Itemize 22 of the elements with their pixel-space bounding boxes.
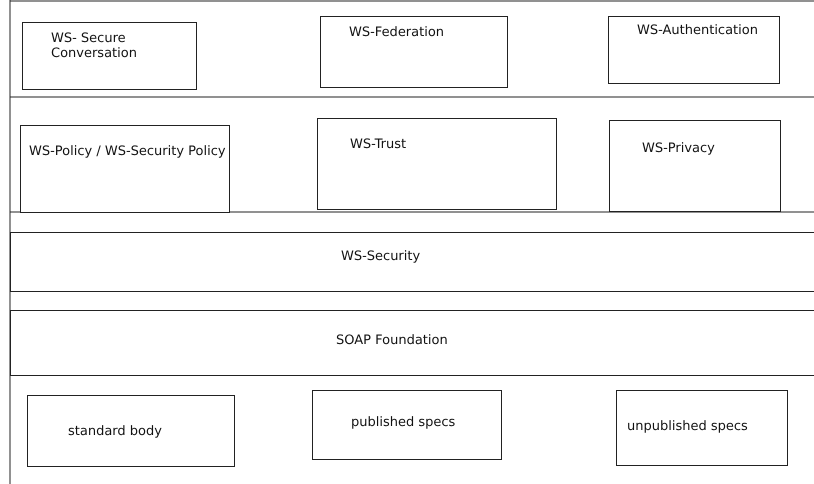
box-label: published specs bbox=[351, 415, 456, 430]
box-label: WS-Privacy bbox=[642, 141, 715, 156]
box-label: WS-Policy / WS-Security Policy bbox=[29, 144, 226, 159]
spec-box bbox=[22, 22, 197, 90]
box-label: WS-Federation bbox=[349, 25, 444, 40]
box-label: standard body bbox=[68, 424, 162, 439]
spec-box bbox=[312, 390, 502, 460]
box-label: SOAP Foundation bbox=[336, 333, 448, 348]
box-label: WS- Secure Conversation bbox=[51, 31, 138, 61]
spec-box bbox=[27, 395, 235, 467]
spec-box bbox=[20, 125, 230, 213]
spec-box bbox=[616, 390, 788, 466]
spec-box bbox=[320, 16, 508, 88]
box-label: WS-Authentication bbox=[637, 23, 758, 38]
spec-box bbox=[608, 16, 780, 84]
spec-box bbox=[317, 118, 557, 210]
spec-box bbox=[609, 120, 781, 212]
box-label: WS-Trust bbox=[350, 137, 406, 152]
box-label: unpublished specs bbox=[627, 419, 748, 434]
box-label: WS-Security bbox=[341, 249, 420, 264]
layer-band bbox=[10, 232, 814, 292]
layer-band bbox=[10, 310, 814, 376]
